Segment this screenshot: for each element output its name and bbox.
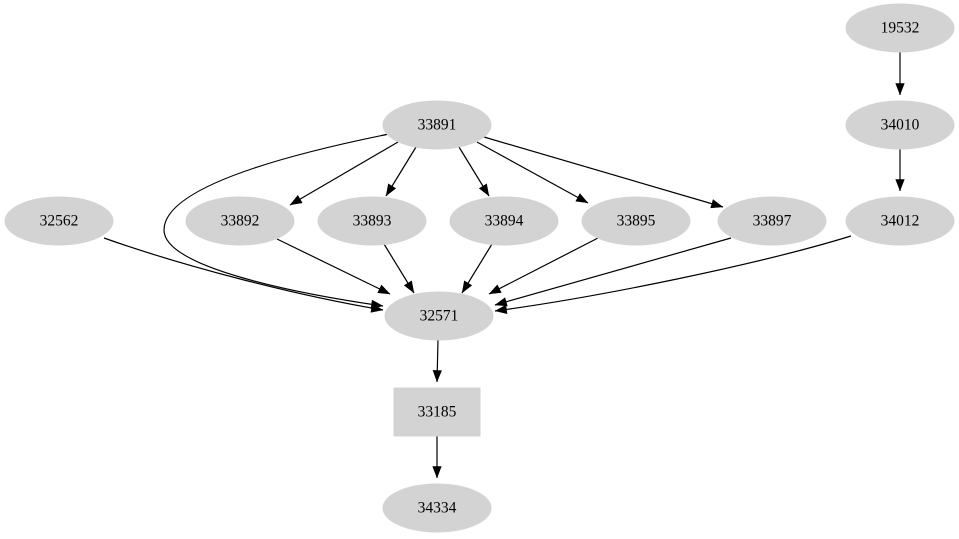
edge-line	[494, 235, 852, 312]
edge-line	[488, 237, 599, 295]
node-ellipse-shape[interactable]	[317, 196, 427, 246]
edge-arrowhead-icon	[289, 195, 303, 206]
graph-node-33897[interactable]: 33897	[717, 196, 827, 246]
edge-arrowhead-icon	[432, 370, 442, 383]
nodes-layer: 19532 34010 34012 33891 32562 33892 33893 33894…	[4, 3, 955, 533]
node-ellipse-shape[interactable]	[4, 196, 114, 246]
edge-arrowhead-icon	[385, 183, 397, 197]
graph-node-32571[interactable]: 32571	[384, 291, 494, 341]
graph-edge-33891-to-33892	[289, 141, 399, 206]
edge-arrowhead-icon	[895, 83, 905, 96]
edge-arrowhead-icon	[377, 284, 391, 295]
edge-line	[494, 237, 732, 306]
edges-layer	[103, 52, 905, 479]
graph-edge-33891-to-33893	[385, 146, 417, 197]
graph-edge-33891-to-33897	[483, 136, 724, 209]
graph-edge-34012-to-32571	[494, 235, 852, 314]
edge-arrowhead-icon	[488, 284, 502, 295]
edge-arrowhead-icon	[895, 179, 905, 192]
edge-line	[103, 237, 384, 311]
graph-node-33891[interactable]: 33891	[382, 100, 492, 150]
graph-edge-33185-to-34334	[432, 436, 442, 479]
edge-line	[483, 136, 724, 208]
edge-arrowhead-icon	[575, 193, 589, 204]
graph-node-33894[interactable]: 33894	[449, 196, 559, 246]
node-ellipse-shape[interactable]	[185, 196, 295, 246]
node-ellipse-shape[interactable]	[845, 196, 955, 246]
graph-node-33892[interactable]: 33892	[185, 196, 295, 246]
edge-arrowhead-icon	[478, 183, 490, 197]
edge-arrowhead-icon	[370, 303, 384, 313]
graph-edge-33892-to-32571	[276, 238, 391, 295]
edge-arrowhead-icon	[710, 199, 724, 209]
graph-edge-33894-to-32571	[461, 243, 493, 294]
node-ellipse-shape[interactable]	[449, 196, 559, 246]
node-ellipse-shape[interactable]	[384, 291, 494, 341]
node-ellipse-shape[interactable]	[581, 196, 691, 246]
graph-node-33895[interactable]: 33895	[581, 196, 691, 246]
edge-arrowhead-icon	[494, 304, 508, 314]
graph-edge-33891-to-33895	[476, 141, 589, 204]
graph-edge-33891-to-33894	[458, 146, 490, 197]
graph-node-34334[interactable]: 34334	[382, 483, 492, 533]
graph-edge-33897-to-32571	[494, 237, 732, 307]
edge-line	[476, 141, 589, 204]
edge-line	[289, 141, 399, 206]
edge-line	[163, 133, 390, 307]
graph-node-19532[interactable]: 19532	[845, 3, 955, 53]
edge-arrowhead-icon	[494, 297, 508, 307]
node-ellipse-shape[interactable]	[717, 196, 827, 246]
node-ellipse-shape[interactable]	[382, 100, 492, 150]
node-ellipse-shape[interactable]	[845, 3, 955, 53]
node-ellipse-shape[interactable]	[382, 483, 492, 533]
edge-arrowhead-icon	[461, 280, 473, 294]
node-ellipse-shape[interactable]	[845, 100, 955, 150]
node-rect-shape[interactable]	[393, 387, 481, 437]
edge-arrowhead-icon	[432, 466, 442, 479]
graph-node-32562[interactable]: 32562	[4, 196, 114, 246]
edge-arrowhead-icon	[403, 280, 415, 294]
graph-node-33185[interactable]: 33185	[393, 387, 481, 437]
graph-edge-32562-to-32571	[103, 237, 384, 313]
edge-line	[276, 238, 391, 295]
graph-edge-33895-to-32571	[488, 237, 599, 295]
graph-edge-34010-to-34012	[895, 149, 905, 192]
graph-edge-33893-to-32571	[383, 243, 415, 294]
graph-node-33893[interactable]: 33893	[317, 196, 427, 246]
graph-edge-19532-to-34010	[895, 52, 905, 96]
graph-node-34010[interactable]: 34010	[845, 100, 955, 150]
graph-edge-32571-to-33185	[432, 339, 442, 383]
graph-node-34012[interactable]: 34012	[845, 196, 955, 246]
